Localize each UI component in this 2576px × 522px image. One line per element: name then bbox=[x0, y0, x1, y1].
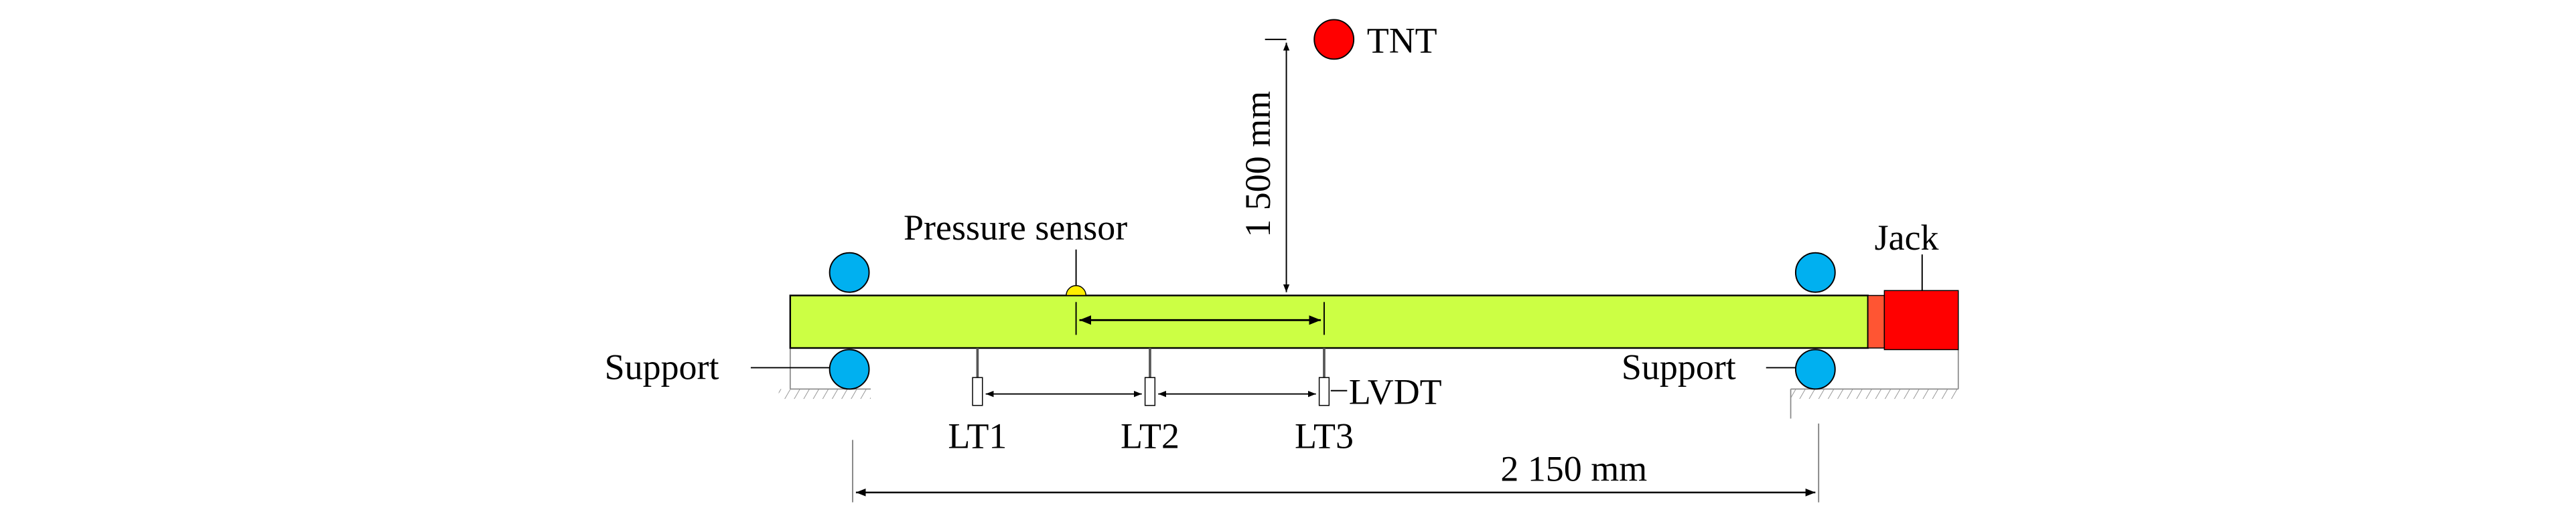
standoff-label: 1 500 mm bbox=[1238, 91, 1278, 238]
lvdt-lt3 bbox=[1318, 347, 1330, 406]
lt3-label: LT3 bbox=[1295, 416, 1354, 456]
jack bbox=[1883, 290, 1959, 351]
lvdt-lt1 bbox=[972, 347, 983, 406]
ground-right bbox=[1790, 349, 1959, 419]
standoff-dimension: 1 500 mm bbox=[1238, 38, 1290, 292]
tnt-label: TNT bbox=[1367, 20, 1437, 60]
lvdt-lt2 bbox=[1144, 347, 1156, 406]
jack-plate bbox=[1867, 294, 1885, 349]
support-roller-top-right bbox=[1794, 252, 1836, 293]
pressure-sensor bbox=[1066, 285, 1087, 296]
support-roller-top-left bbox=[829, 252, 870, 293]
sensor-offset-dimension bbox=[1075, 302, 1325, 335]
span-dimension: 2 150 mm bbox=[852, 423, 1820, 503]
support-roller-bottom-left bbox=[829, 349, 870, 390]
pressure-sensor-label: Pressure sensor bbox=[904, 207, 1127, 248]
span-label: 2 150 mm bbox=[1500, 449, 1647, 489]
support-left-label: Support bbox=[605, 347, 719, 387]
support-roller-bottom-right bbox=[1794, 349, 1836, 390]
lt2-label: LT2 bbox=[1121, 416, 1179, 456]
jack-label: Jack bbox=[1875, 217, 1939, 258]
lvdt-label: LVDT bbox=[1349, 371, 1442, 412]
tnt-charge bbox=[1313, 19, 1355, 60]
lt1-label: LT1 bbox=[948, 416, 1007, 456]
ground-left bbox=[778, 347, 871, 400]
beam bbox=[789, 294, 1869, 349]
support-right-label: Support bbox=[1622, 347, 1736, 387]
